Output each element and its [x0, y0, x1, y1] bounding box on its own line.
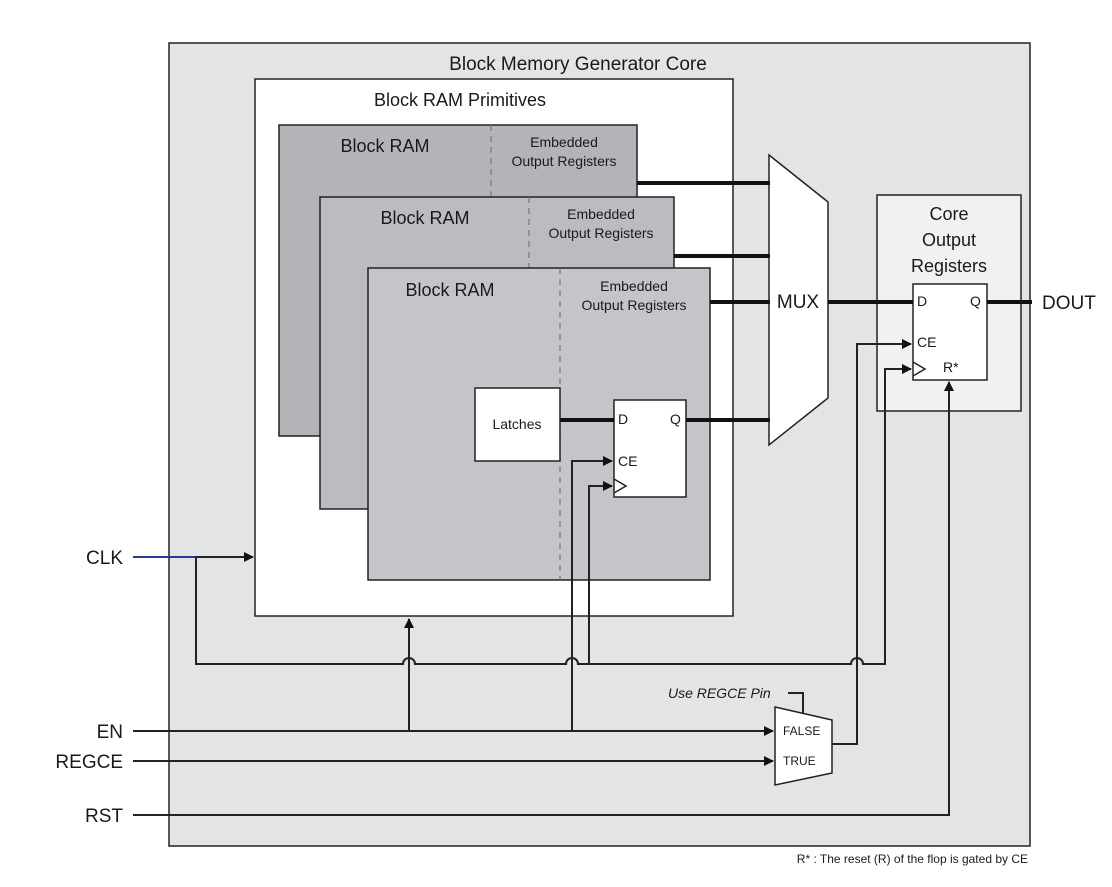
primitives-title: Block RAM Primitives	[374, 90, 546, 110]
dout-label: DOUT	[1042, 293, 1096, 314]
en-to-embedded-flop-ce	[571, 456, 613, 731]
registers-label-line2: Output Registers	[581, 297, 686, 313]
mux-shape	[768, 153, 829, 447]
block-ram-label: Block RAM	[380, 208, 469, 228]
regce-label: REGCE	[55, 752, 123, 773]
registers-label-line1: Embedded	[530, 134, 598, 150]
en-label: EN	[97, 722, 123, 743]
core-output-registers-title-1: Core	[929, 204, 968, 224]
mux-label: MUX	[777, 292, 820, 313]
core-output-registers-title-2: Output	[922, 230, 976, 250]
registers-label-line1: Embedded	[600, 278, 668, 294]
block-ram-label: Block RAM	[340, 136, 429, 156]
core-flop-reset-pin: R*	[943, 359, 959, 375]
clk-to-embedded-flop	[588, 481, 613, 664]
use-regce-select-line	[788, 692, 804, 713]
flop-q-pin: Q	[670, 411, 681, 427]
regce-mux-true-label: TRUE	[783, 754, 816, 768]
registers-label-line2: Output Registers	[511, 153, 616, 169]
embedded-output-flop: D Q CE	[613, 399, 687, 498]
use-regce-pin-label: Use REGCE Pin	[668, 685, 771, 701]
block-ram-label: Block RAM	[405, 280, 494, 300]
footnote: R* : The reset (R) of the flop is gated …	[797, 852, 1028, 866]
clk-label: CLK	[86, 548, 123, 569]
flop-d-pin: D	[618, 411, 628, 427]
regce-mux-false-label: FALSE	[783, 724, 820, 738]
core-title: Block Memory Generator Core	[449, 54, 707, 75]
registers-label-line1: Embedded	[567, 206, 635, 222]
core-flop-clock-marker	[912, 361, 927, 377]
registers-label-line2: Output Registers	[548, 225, 653, 241]
core-output-registers-title-3: Registers	[911, 256, 987, 276]
regce-mux-output	[832, 339, 912, 745]
core-flop-ce-pin: CE	[917, 334, 936, 350]
flop-ce-pin: CE	[618, 453, 637, 469]
flop-clock-marker	[613, 478, 628, 494]
core-flop-q-pin: Q	[970, 293, 981, 309]
latches-box	[474, 387, 561, 462]
regce-mux-shape	[774, 706, 833, 786]
core-output-flop: D Q CE R*	[912, 283, 988, 381]
latches-label: Latches	[492, 416, 541, 432]
core-flop-d-pin: D	[917, 293, 927, 309]
rst-wire	[133, 381, 954, 816]
rst-label: RST	[85, 806, 123, 827]
